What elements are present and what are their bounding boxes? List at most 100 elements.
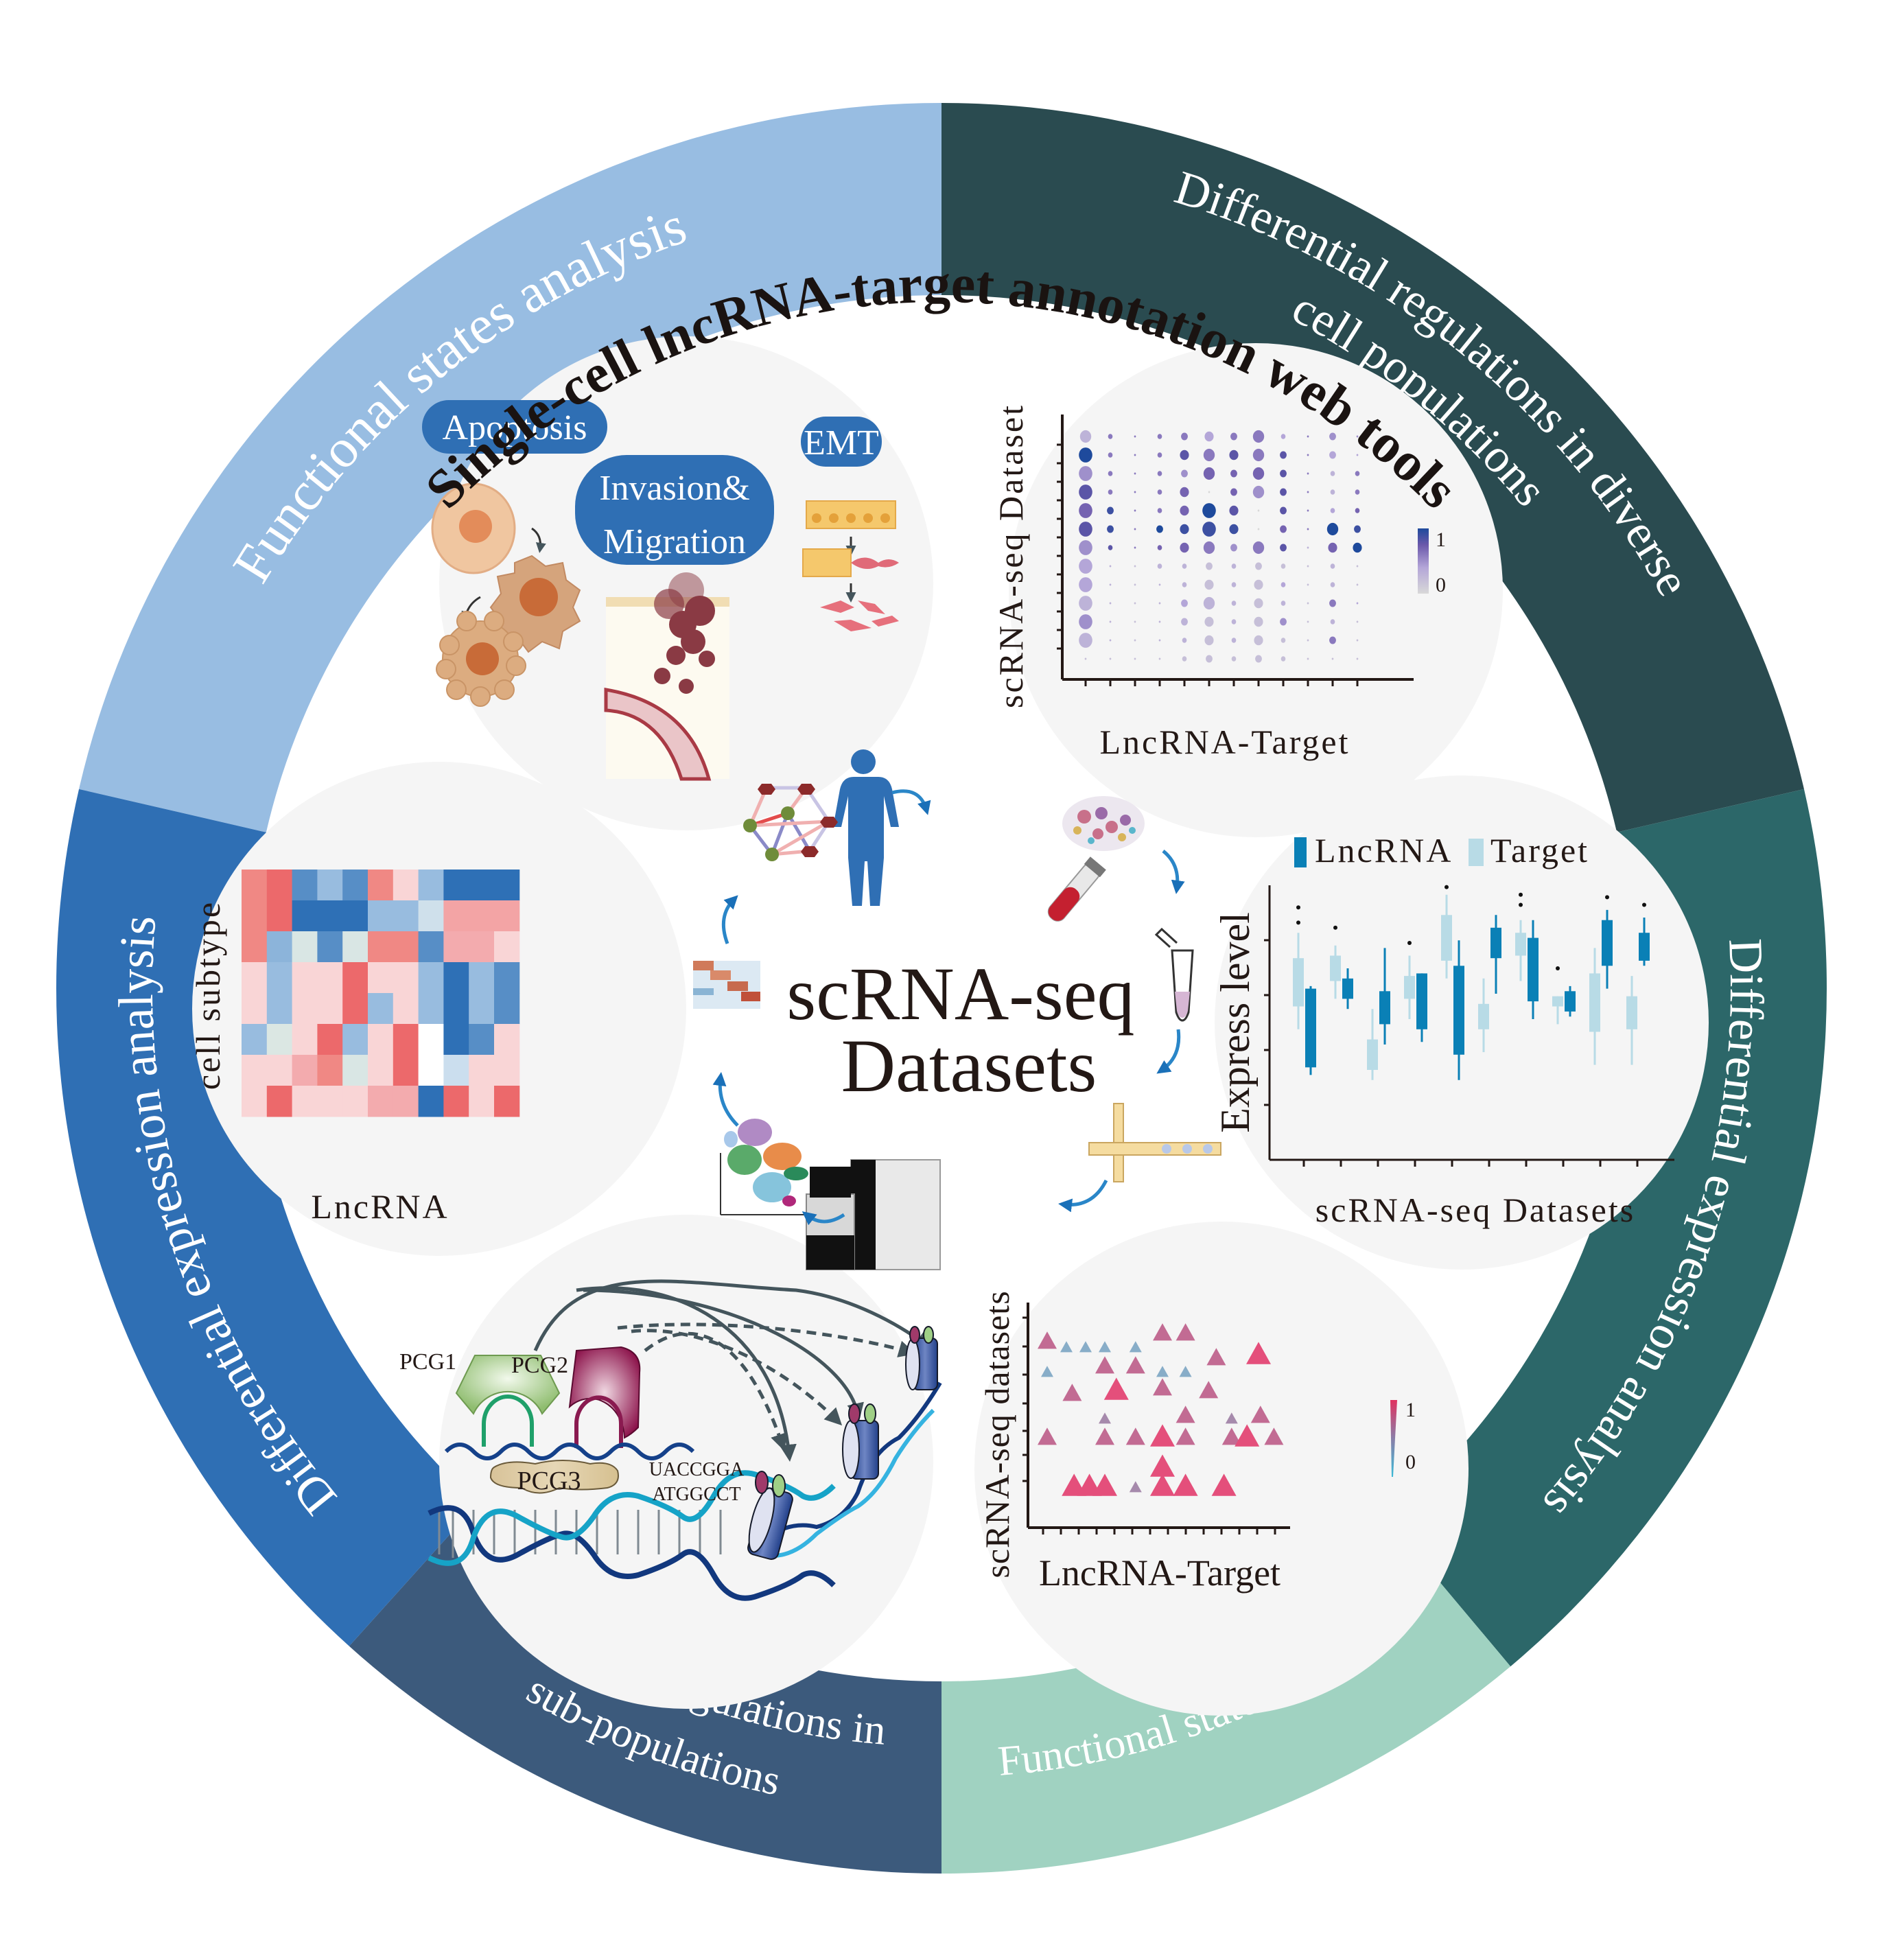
box-outlier xyxy=(1296,920,1300,925)
triangle-point xyxy=(1235,1424,1260,1447)
dot-plot-dot xyxy=(1180,542,1189,553)
box-plot-panel: LncRNA Target scRNA-seq Datasets Express… xyxy=(1213,831,1674,1229)
center-workflow: scRNA-seq Datasets xyxy=(693,749,1221,1270)
triangle-point xyxy=(1150,1454,1175,1477)
dot-plot-dot xyxy=(1203,596,1215,610)
dot-plot-dot xyxy=(1329,599,1336,607)
emt-label: EMT xyxy=(804,423,879,463)
heatmap-cell xyxy=(342,931,369,963)
box-outlier xyxy=(1642,902,1646,907)
dot-plot-dot xyxy=(1208,491,1210,493)
dot-plot-dot xyxy=(1108,471,1113,476)
dot-plot-dot xyxy=(1280,434,1286,439)
dot-plot-dot xyxy=(1202,522,1216,537)
dot-plot-dot xyxy=(1307,657,1309,660)
box-outlier xyxy=(1519,892,1523,897)
triangle-plot-xlabel: LncRNA-Target xyxy=(1039,1552,1280,1594)
nucleosomes xyxy=(747,1326,938,1561)
box-lncrna xyxy=(1602,920,1613,966)
heatmap-cell xyxy=(494,870,520,901)
dot-plot-dot xyxy=(1079,614,1092,629)
triangle-point xyxy=(1099,1341,1111,1353)
dot-plot-dot xyxy=(1079,466,1092,481)
heatmap-cell xyxy=(266,870,293,901)
pcg2-rna-loop xyxy=(574,1395,623,1448)
dot-plot-dot xyxy=(1307,491,1309,493)
dot-plot-dot xyxy=(1181,432,1188,441)
dot-plot-dot xyxy=(1204,431,1214,442)
heatmap-cell xyxy=(393,993,419,1025)
heatmap-cell xyxy=(342,1055,369,1086)
triangle-point xyxy=(1225,1412,1238,1424)
triangle-point xyxy=(1038,1331,1057,1349)
triangle-point xyxy=(1079,1341,1092,1353)
dot-plot-dot xyxy=(1206,562,1213,570)
dot-plot-dot xyxy=(1182,656,1187,662)
dot-plot-dot xyxy=(1257,509,1260,512)
dot-plot-dot xyxy=(1231,656,1237,662)
dot-plot-dot xyxy=(1229,450,1239,460)
heatmap-cell xyxy=(418,993,444,1025)
box-outlier xyxy=(1519,902,1523,907)
dot-plot-dot xyxy=(1134,546,1136,549)
dot-plot-dot xyxy=(1180,524,1189,535)
dot-plot-dot xyxy=(1355,489,1360,495)
dot-plot-dot xyxy=(1231,582,1237,587)
dot-plot-dot xyxy=(1355,471,1360,476)
dot-plot-dot xyxy=(1108,489,1113,495)
heatmap-cell xyxy=(242,962,268,994)
heatmap-cell xyxy=(242,1055,268,1086)
dot-plot-dot xyxy=(1280,506,1287,515)
triangle-point xyxy=(1092,1473,1117,1496)
triangle-point xyxy=(1179,1366,1192,1377)
dot-plot-dot xyxy=(1079,559,1092,574)
dot-plot-dot xyxy=(1356,583,1359,586)
heatmap-xlabel: LncRNA xyxy=(311,1187,449,1226)
box-lncrna xyxy=(1342,978,1353,999)
panel-bg-regulation xyxy=(439,1215,933,1709)
heatmap-cell xyxy=(368,993,394,1025)
dot-plot-dot xyxy=(1181,599,1188,607)
heatmap-cell xyxy=(292,931,318,963)
heatmap-cell xyxy=(418,870,444,901)
triangle-plot-legend-max: 1 xyxy=(1405,1399,1416,1421)
heatmap-ylabel: cell subtype xyxy=(189,900,227,1090)
dot-plot-panel: 1 0 LncRNA-Target scRNA-seq Dataset xyxy=(992,404,1446,761)
triangle-point xyxy=(1153,1378,1172,1396)
triangle-plot-marks xyxy=(1022,1316,1284,1535)
dot-plot-dot xyxy=(1079,596,1092,611)
triangle-plot-panel: 1 0 LncRNA-Target scRNA-seq datasets xyxy=(978,1290,1416,1594)
dot-plot-dot xyxy=(1330,489,1335,495)
heatmap-cell xyxy=(494,1055,520,1086)
heatmap-cell xyxy=(418,962,444,994)
box-outlier xyxy=(1333,925,1337,930)
triangle-point xyxy=(1176,1405,1195,1423)
heatmap-cell xyxy=(292,993,318,1025)
box-lncrna xyxy=(1565,991,1576,1012)
box-plot-marks xyxy=(1264,885,1650,1167)
dot-plot-dot xyxy=(1355,508,1360,513)
apoptosis-pill: Apoptosis xyxy=(422,400,607,454)
triangle-point xyxy=(1211,1473,1237,1496)
dot-plot-dot xyxy=(1255,655,1262,663)
triangle-plot-legend-min: 0 xyxy=(1405,1451,1416,1473)
dot-plot-dot xyxy=(1084,657,1087,660)
dot-plot-dot xyxy=(1134,491,1136,493)
dot-plot-dot xyxy=(1182,582,1187,587)
heatmap-cell xyxy=(317,1086,343,1117)
dot-plot-dot xyxy=(1157,434,1162,439)
heatmap-cell xyxy=(266,1024,293,1055)
dot-plot-dot xyxy=(1252,541,1265,555)
dot-plot-dot xyxy=(1157,545,1162,550)
dot-plot-dot xyxy=(1158,583,1161,586)
box-target xyxy=(1441,915,1452,961)
dot-plot-dot xyxy=(1280,525,1287,533)
heatmap-cell xyxy=(292,1055,318,1086)
dot-plot-dot xyxy=(1079,485,1092,500)
invasion-illustration xyxy=(604,572,729,781)
dot-plot-dot xyxy=(1134,528,1136,530)
dot-plot-dot xyxy=(1280,451,1287,459)
dot-plot-dot xyxy=(1157,452,1162,458)
dot-plot-dot xyxy=(1307,602,1309,605)
dot-plot-dot xyxy=(1134,565,1136,568)
